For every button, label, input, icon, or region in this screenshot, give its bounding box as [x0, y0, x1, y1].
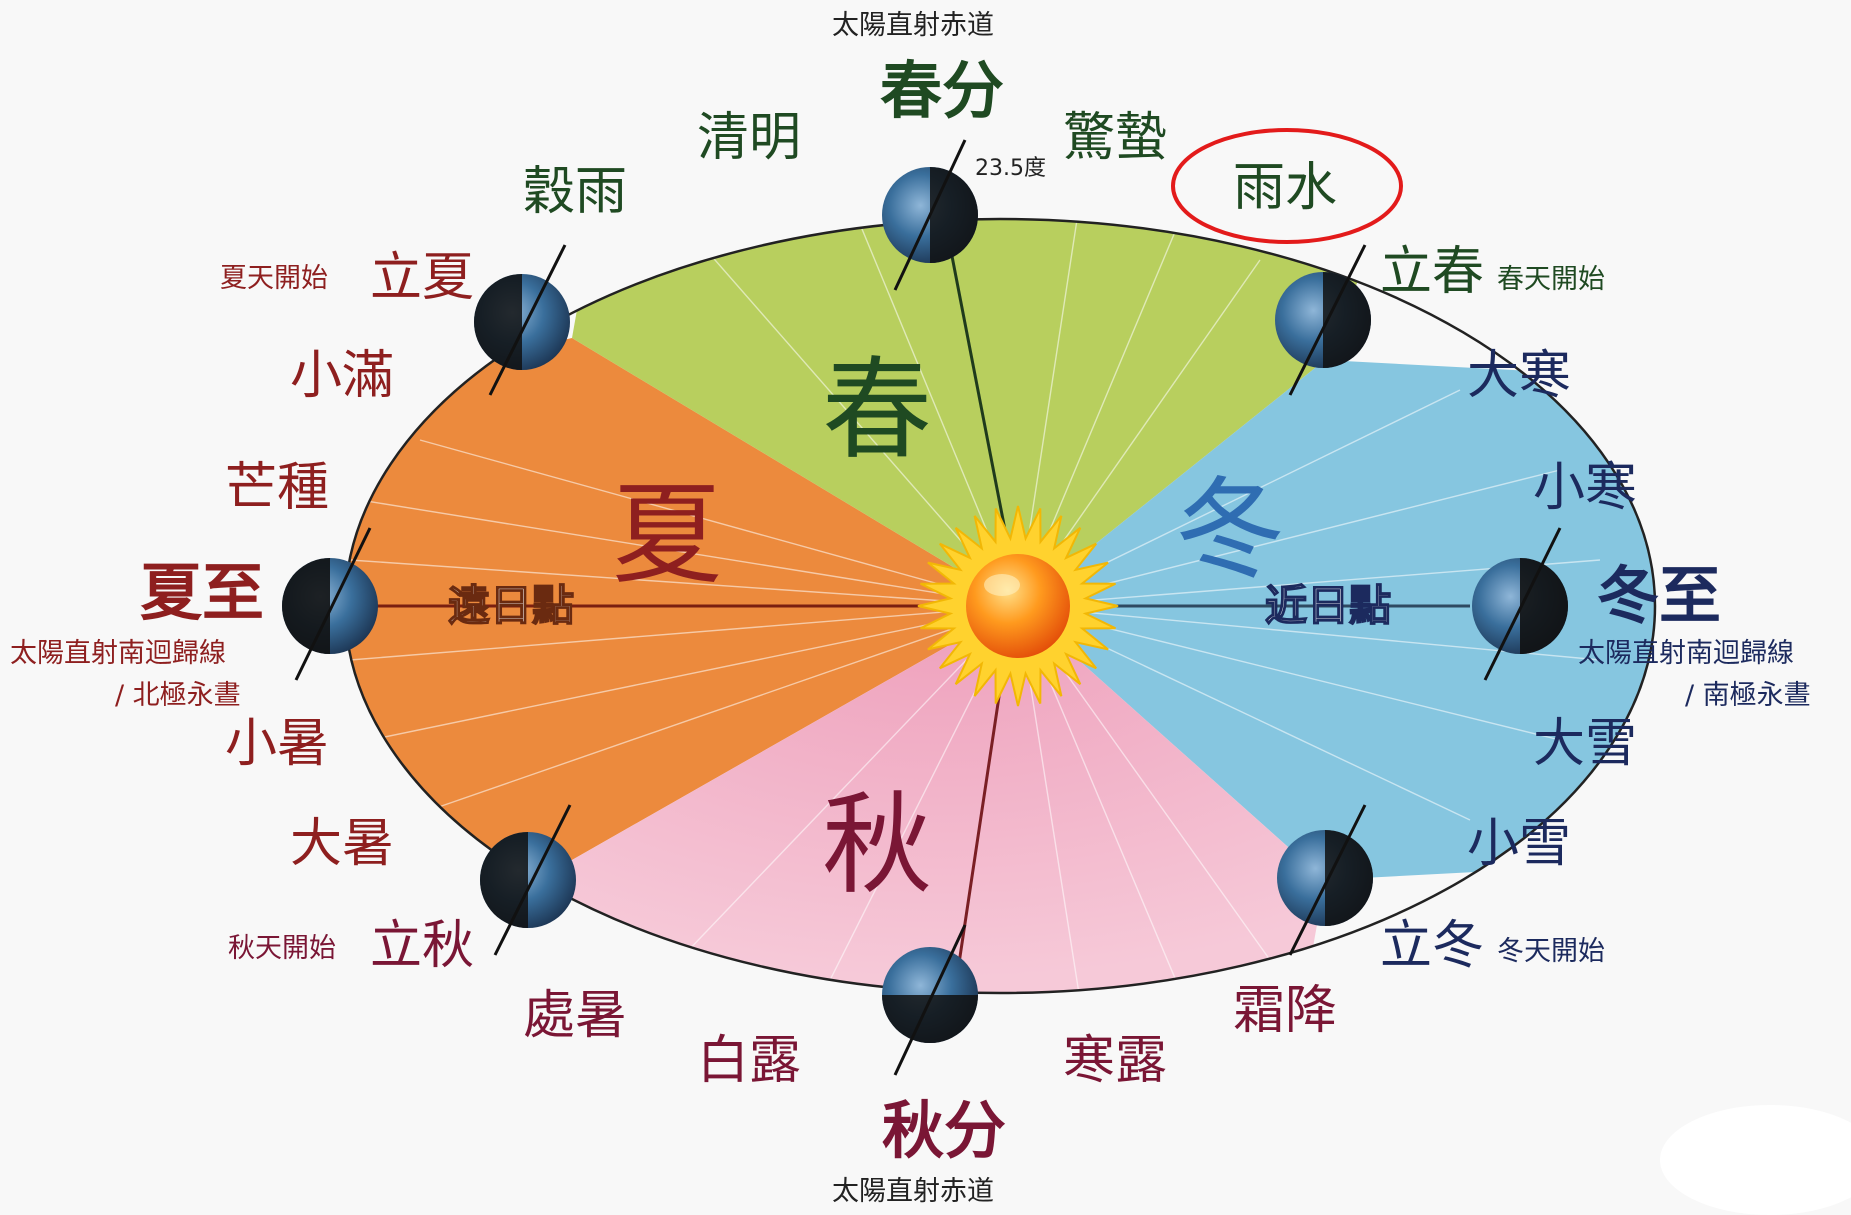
liqiu-label: 立秋 [370, 916, 475, 976]
spring-equinox-note: 太陽直射赤道 [832, 10, 994, 41]
spring-equinox-label: 春分 [880, 54, 1005, 127]
earth-icon [282, 527, 378, 681]
earth-icon [474, 244, 570, 396]
season-sectors [345, 219, 1655, 993]
autumn-equinox-label: 秋分 [882, 1094, 1007, 1167]
winter-solstice-note-1: 太陽直射南迴歸線 [1578, 638, 1794, 669]
summer-sector [345, 338, 1018, 860]
season-autumn: 秋 [822, 781, 932, 909]
aphelion-label: 遠日點 [447, 581, 575, 630]
term-mangzhong: 芒種 [225, 458, 330, 518]
spring-sector [572, 219, 1400, 606]
tilt-label: 23.5度 [975, 156, 1046, 181]
term-dahan: 大寒 [1467, 346, 1572, 406]
term-daxue: 大雪 [1533, 714, 1638, 774]
term-hanlu: 寒露 [1063, 1031, 1168, 1091]
winter-solstice-note-2: / 南極永晝 [1685, 680, 1811, 711]
lichun-note: 春天開始 [1497, 264, 1605, 295]
summer-solstice-note-1: 太陽直射南迴歸線 [10, 638, 226, 669]
lichun-label: 立春 [1380, 242, 1485, 302]
earth-icon [1277, 804, 1373, 956]
earth-icon [1472, 527, 1568, 681]
highlight-circle [1171, 128, 1403, 244]
season-summer: 夏 [612, 471, 722, 599]
term-qingming: 清明 [697, 108, 802, 168]
lidong-note: 冬天開始 [1497, 936, 1605, 967]
term-xiaoshu: 小暑 [225, 714, 330, 774]
earth-icon [480, 804, 576, 956]
term-guyu: 穀雨 [523, 162, 628, 222]
term-shuangjiang: 霜降 [1233, 981, 1338, 1041]
winter-sector [1018, 360, 1655, 880]
lidong-label: 立冬 [1380, 916, 1485, 976]
lixia-note: 夏天開始 [220, 263, 328, 294]
summer-solstice-note-2: / 北極永晝 [115, 680, 241, 711]
winter-solstice-label: 冬至 [1597, 559, 1722, 632]
corner-patch [1660, 1105, 1851, 1215]
earth-icon [882, 924, 978, 1076]
term-chushu: 處暑 [523, 986, 628, 1046]
spring-equinox-line [943, 219, 1007, 531]
term-yushui: 雨水 [1233, 158, 1338, 218]
season-winter: 冬 [1175, 466, 1285, 594]
autumn-equinox-line [953, 689, 1002, 991]
term-xiaoman: 小滿 [290, 346, 395, 406]
season-spring: 春 [822, 346, 932, 474]
liqiu-note: 秋天開始 [228, 933, 336, 964]
term-dashu: 大暑 [290, 814, 395, 874]
earth-icon [1275, 244, 1371, 396]
lixia-label: 立夏 [370, 248, 475, 308]
term-xiaohan: 小寒 [1533, 458, 1638, 518]
term-xiaoxue: 小雪 [1467, 814, 1572, 874]
summer-solstice-label: 夏至 [140, 556, 265, 629]
earth-icon [882, 139, 978, 291]
autumn-equinox-note: 太陽直射赤道 [832, 1176, 994, 1207]
term-bailu: 白露 [697, 1031, 802, 1091]
sun-icon [917, 505, 1119, 707]
autumn-sector [560, 606, 1325, 993]
perihelion-label: 近日點 [1264, 581, 1392, 630]
term-jingzhe: 驚蟄 [1063, 108, 1168, 168]
